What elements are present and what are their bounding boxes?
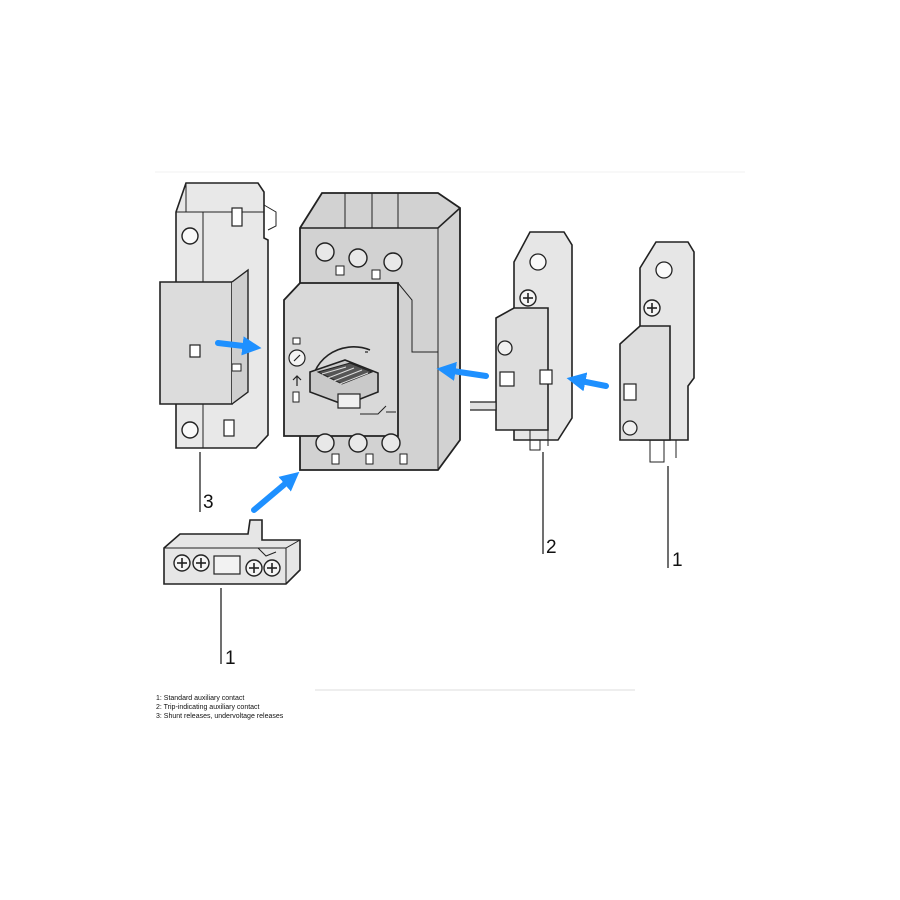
trip-indicating-auxiliary-contact xyxy=(470,231,573,451)
legend-item: 1: Standard auxiliary contact xyxy=(156,695,245,702)
arrow-shunt-release xyxy=(215,336,262,356)
callout-left-module: 3 xyxy=(203,492,214,513)
bottom-terminal-row xyxy=(315,433,408,465)
arrow-standard-contact-side xyxy=(566,372,609,392)
callout-middle-module: 2 xyxy=(546,537,557,558)
arrow-trip-contact xyxy=(436,361,489,381)
legend-item: 2: Trip-indicating auxiliary contact xyxy=(156,704,260,711)
callout-bottom-module: 1 xyxy=(225,648,236,669)
legend: 1: Standard auxiliary contact 2: Trip-in… xyxy=(156,694,283,721)
top-terminal-row xyxy=(315,242,403,280)
shunt-release-module xyxy=(159,182,277,449)
assembly-arrow-icon xyxy=(215,336,609,513)
rotary-handle-icon xyxy=(309,346,379,409)
standard-auxiliary-contact-front xyxy=(163,519,301,585)
arrow-standard-contact-front xyxy=(251,471,300,513)
motor-protective-circuit-breaker xyxy=(283,192,461,471)
leader-lines xyxy=(199,452,669,664)
callout-right-module: 1 xyxy=(672,550,683,571)
legend-item: 3: Shunt releases, undervoltage releases xyxy=(156,713,284,720)
standard-auxiliary-contact-side xyxy=(619,241,695,463)
